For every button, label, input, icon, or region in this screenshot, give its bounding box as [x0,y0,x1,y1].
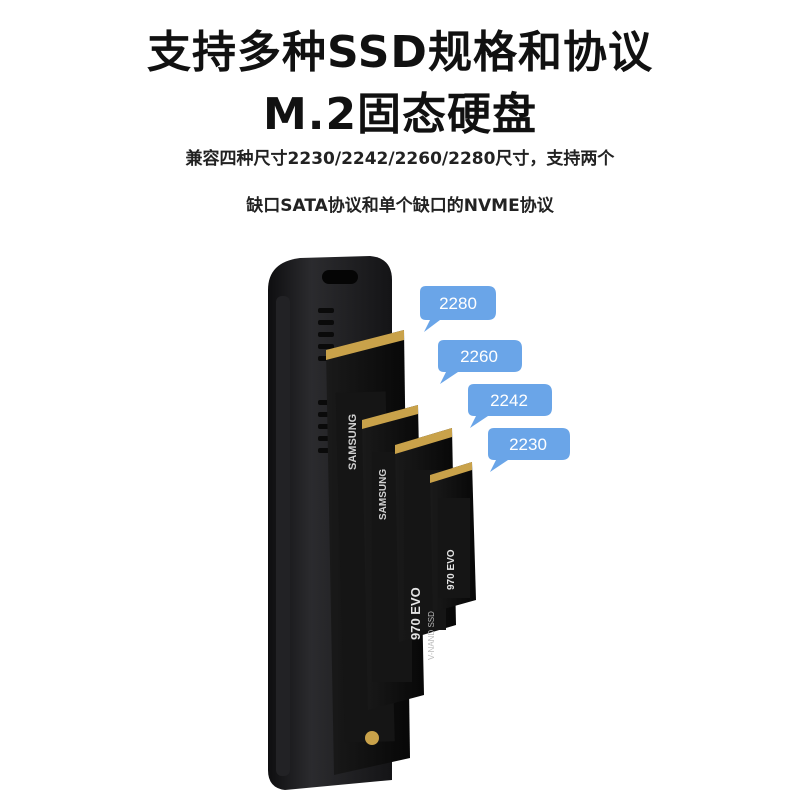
ssd-brand-text: SAMSUNG [347,414,359,470]
svg-text:2280: 2280 [439,294,477,313]
size-label-2242: 2242 [468,384,552,428]
size-label-2230: 2230 [488,428,570,472]
usb-c-port [322,270,358,284]
ssd-2230: 970 EVO [430,462,476,612]
headline-line-2: M.2固态硬盘 [262,89,538,140]
ssd-brand-text-2: SAMSUNG [378,469,389,520]
ssd-tech-text: V-NAND SSD [427,611,436,660]
size-label-2280: 2280 [420,286,496,332]
svg-text:2230: 2230 [509,435,547,454]
description-line-1: 兼容四种尺寸2230/2242/2260/2280尺寸，支持两个 [185,149,615,169]
ssd-model-text: 970 EVO [408,587,423,640]
svg-text:2260: 2260 [460,347,498,366]
description-line-2: 缺口SATA协议和单个缺口的NVME协议 [246,196,554,216]
size-label-2260: 2260 [438,340,522,384]
headline-line-1: 支持多种SSD规格和协议 [147,27,653,78]
ssd-model-text-2: 970 EVO [446,549,457,590]
svg-text:2242: 2242 [490,391,528,410]
